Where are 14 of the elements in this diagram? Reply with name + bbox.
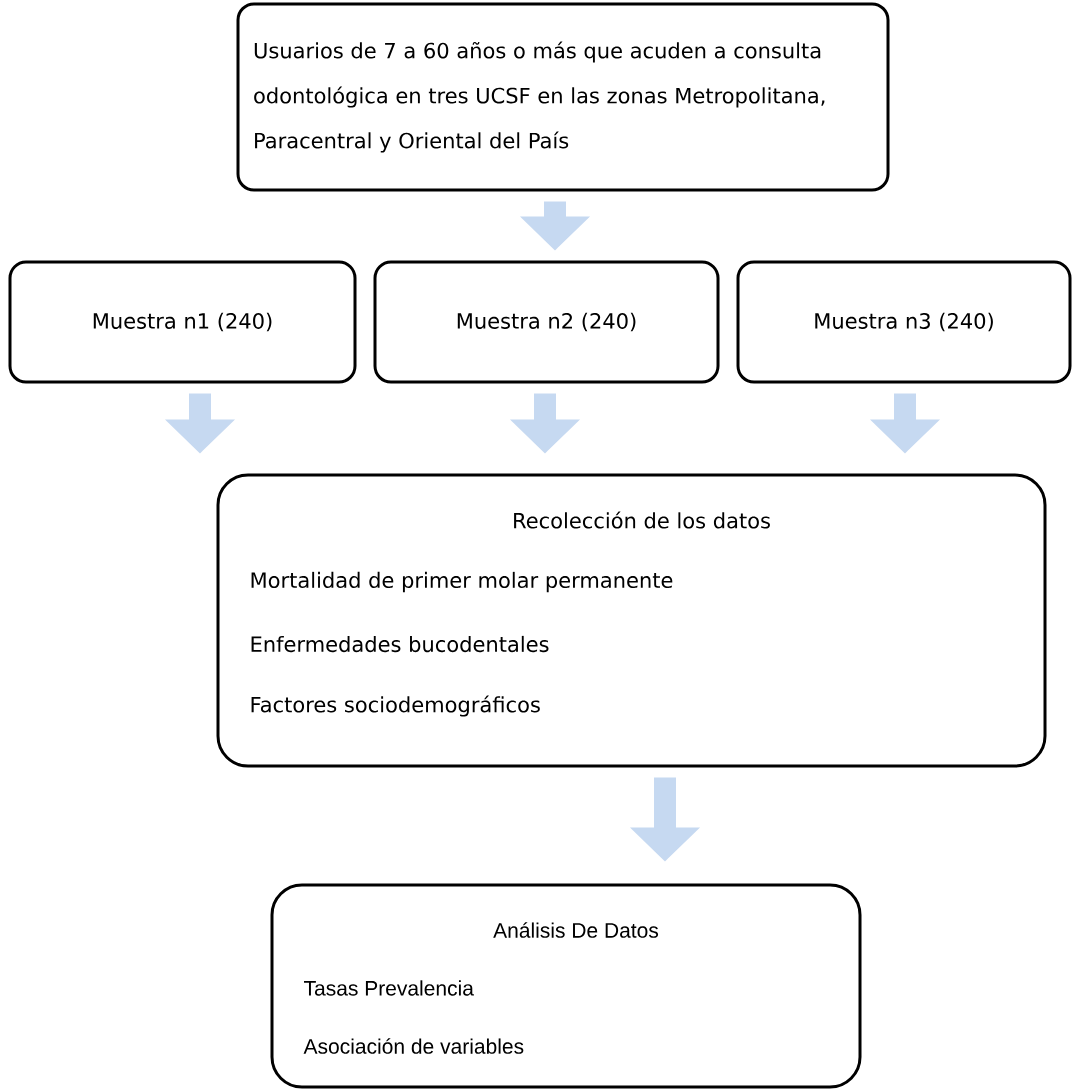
box-text: Usuarios de 7 a 60 años o más que acuden a consulta odontológica en tres UCSF en las zonas Metropolitana, Paracentral y Oriental del País — [254, 41, 825, 153]
list-item: Enfermedades bucodentales — [251, 635, 549, 653]
process-box: Muestra n1 (240) — [8, 260, 357, 384]
list-item: Asociación de variables — [303, 1038, 524, 1054]
box-heading: Recolección de los datos — [514, 511, 770, 529]
process-box: Muestra n2 (240) — [373, 260, 720, 384]
process-box — [270, 883, 862, 1089]
box-heading: Análisis De Datos — [493, 922, 659, 938]
process-box — [236, 2, 890, 192]
list-item: Tasas Prevalencia — [304, 980, 474, 996]
process-box: Muestra n3 (240) — [736, 260, 1072, 384]
list-item: Factores sociodemográficos — [251, 695, 540, 717]
process-box — [216, 473, 1047, 768]
list-item: Mortalidad de primer molar permanente — [251, 571, 673, 593]
